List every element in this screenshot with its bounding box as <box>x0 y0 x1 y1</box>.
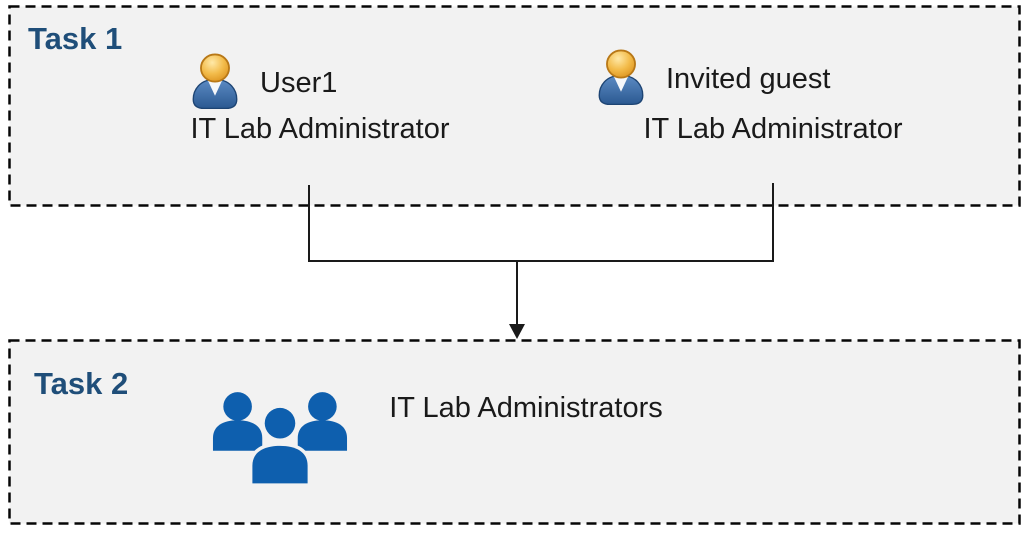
task1-box-border <box>8 5 1021 207</box>
invited-guest-name: Invited guest <box>666 62 831 95</box>
task2-title: Task 2 <box>34 366 129 401</box>
single-user-icon <box>592 48 650 110</box>
task2-box-border <box>8 339 1021 525</box>
single-user-icon <box>186 52 244 114</box>
invited-guest-role: IT Lab Administrator <box>643 113 903 145</box>
user1-node: User1 <box>186 52 337 114</box>
task2-box-rect <box>8 339 1021 525</box>
user-group-icon <box>211 390 349 484</box>
task1-box-rect <box>8 5 1021 207</box>
user1-role: IT Lab Administrator <box>190 113 450 145</box>
arrowhead-down-icon <box>509 324 525 339</box>
task1-box <box>8 5 1021 207</box>
invited-guest-node: Invited guest <box>592 48 830 110</box>
task2-box <box>8 339 1021 525</box>
group-name: IT Lab Administrators <box>389 392 663 424</box>
task1-title: Task 1 <box>28 21 123 56</box>
user1-name: User1 <box>260 66 338 99</box>
